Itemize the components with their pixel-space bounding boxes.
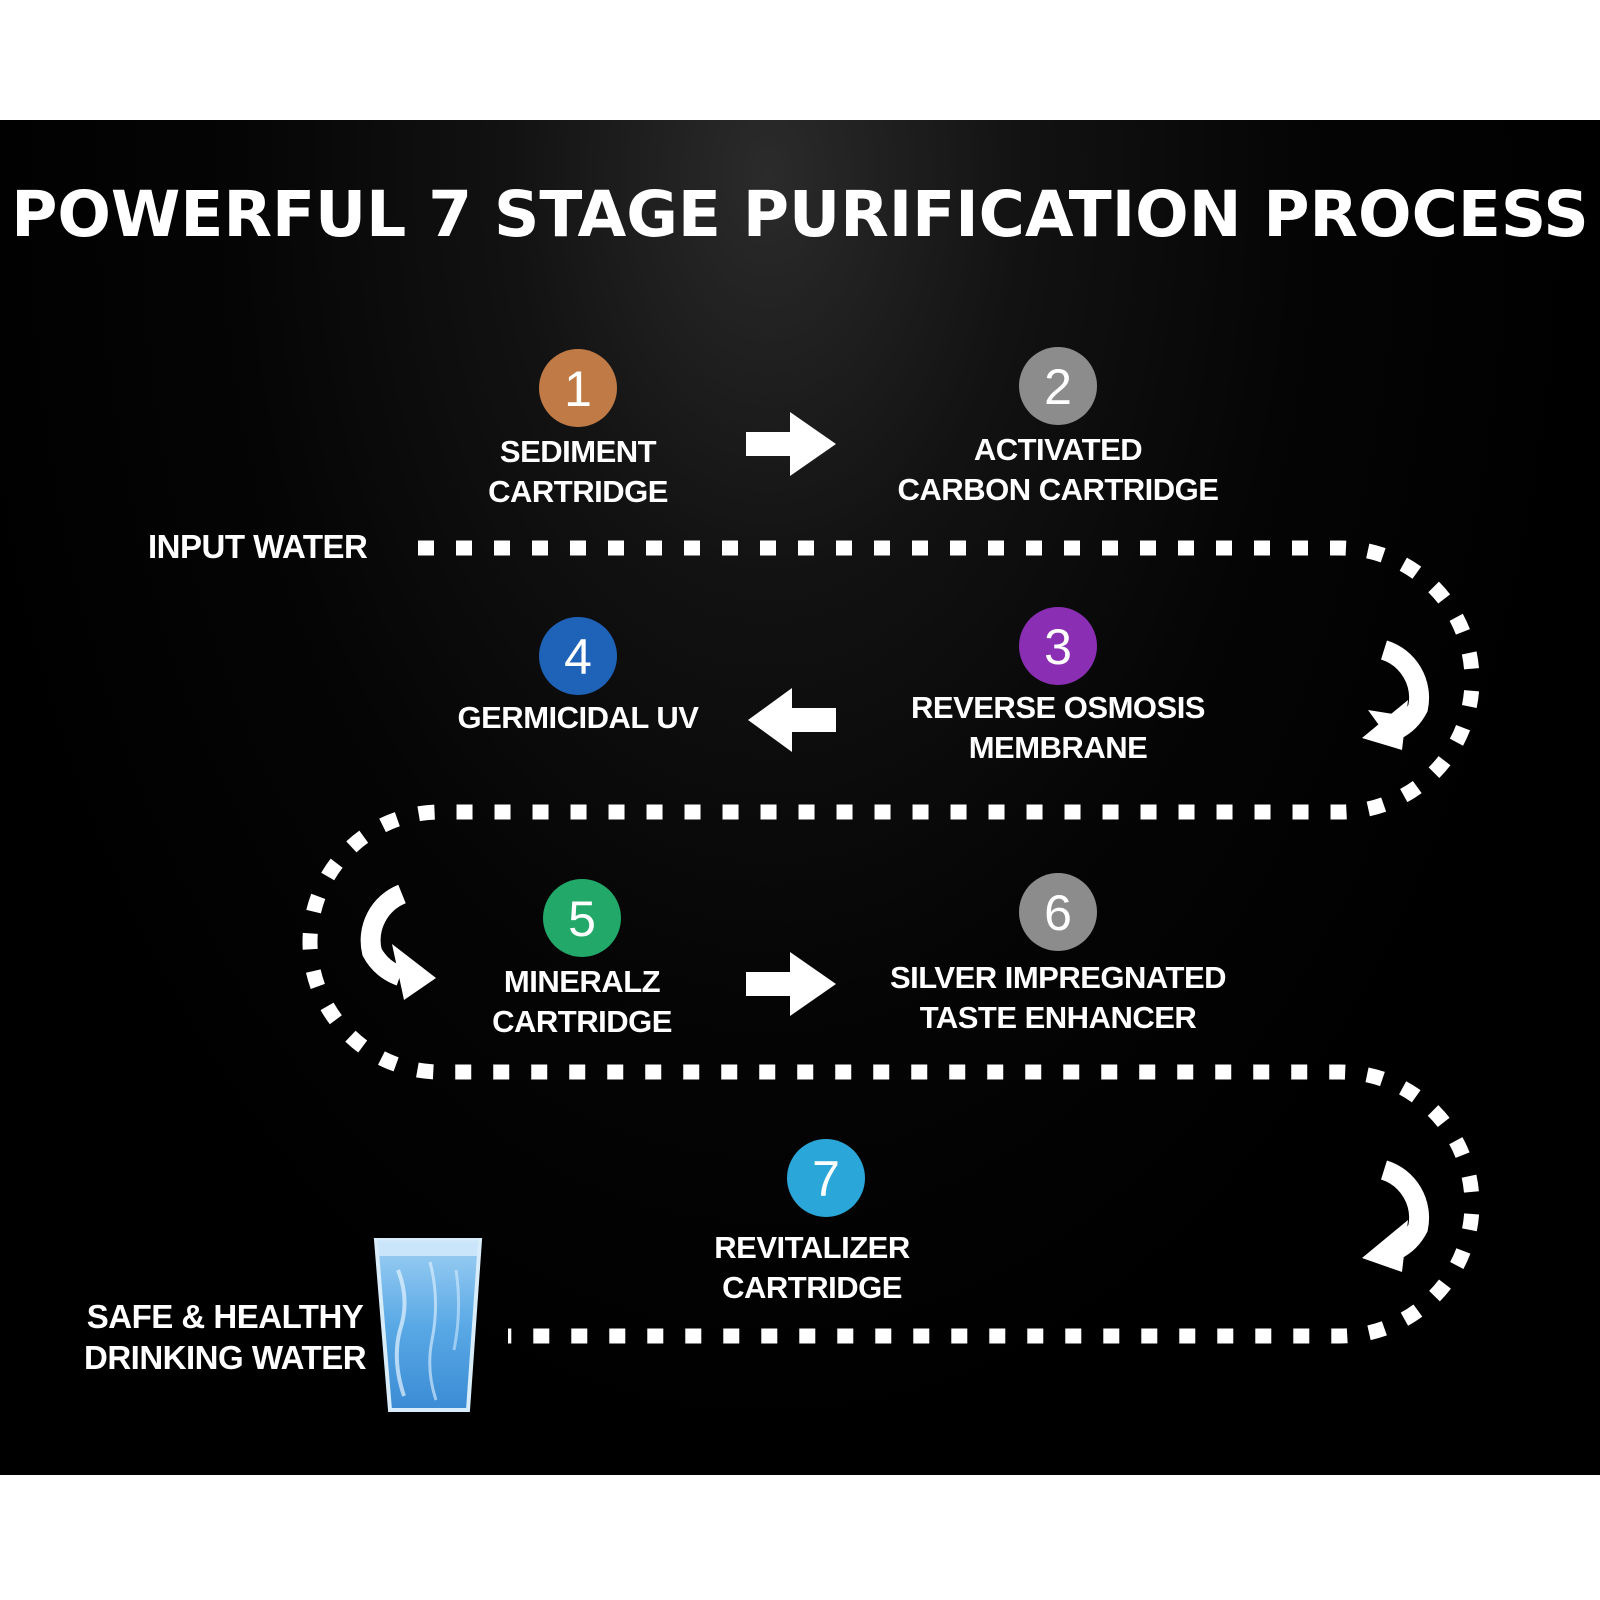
- stage-6-badge: 6: [1019, 873, 1097, 951]
- stage-2-label: ACTIVATED CARBON CARTRIDGE: [897, 432, 1219, 507]
- stage-3-label: REVERSE OSMOSIS MEMBRANE: [911, 690, 1205, 765]
- curved-arrow-icon: [360, 884, 436, 1000]
- arrow-right-icon: [746, 412, 836, 476]
- stage-1-number: 1: [564, 361, 592, 417]
- stage-5-number: 5: [568, 891, 596, 947]
- output-water-label: SAFE & HEALTHY DRINKING WATER: [84, 1298, 367, 1376]
- stage-2-badge: 2: [1019, 347, 1097, 425]
- stage-2-number: 2: [1044, 359, 1072, 415]
- stage-7-number: 7: [812, 1151, 840, 1207]
- diagram-background: [0, 120, 1600, 1475]
- stage-4-badge: 4: [539, 617, 617, 695]
- stage-6-number: 6: [1044, 885, 1072, 941]
- curved-arrow-icon: [1362, 1160, 1430, 1272]
- arrow-left-icon: [748, 688, 836, 752]
- arrow-right-icon: [746, 952, 836, 1016]
- stage-7-badge: 7: [787, 1139, 865, 1217]
- page-title: POWERFUL 7 STAGE PURIFICATION PROCESS: [11, 178, 1589, 251]
- stage-1-label: SEDIMENT CARTRIDGE: [488, 434, 668, 509]
- stage-6-label: SILVER IMPREGNATED TASTE ENHANCER: [889, 960, 1227, 1035]
- stage-4-number: 4: [564, 629, 592, 685]
- stage-7-label: REVITALIZER CARTRIDGE: [714, 1230, 910, 1305]
- curved-arrow-icon: [1362, 640, 1430, 750]
- stage-3-badge: 3: [1019, 607, 1097, 685]
- stage-5-label: MINERALZ CARTRIDGE: [492, 964, 672, 1039]
- water-flow-path: [302, 540, 1480, 1344]
- input-water-label: INPUT WATER: [148, 528, 368, 565]
- stage-3-number: 3: [1044, 619, 1072, 675]
- water-glass-icon: [373, 1238, 483, 1412]
- stage-1-badge: 1: [539, 349, 617, 427]
- stage-5-badge: 5: [543, 879, 621, 957]
- stage-4-label: GERMICIDAL UV: [457, 700, 699, 735]
